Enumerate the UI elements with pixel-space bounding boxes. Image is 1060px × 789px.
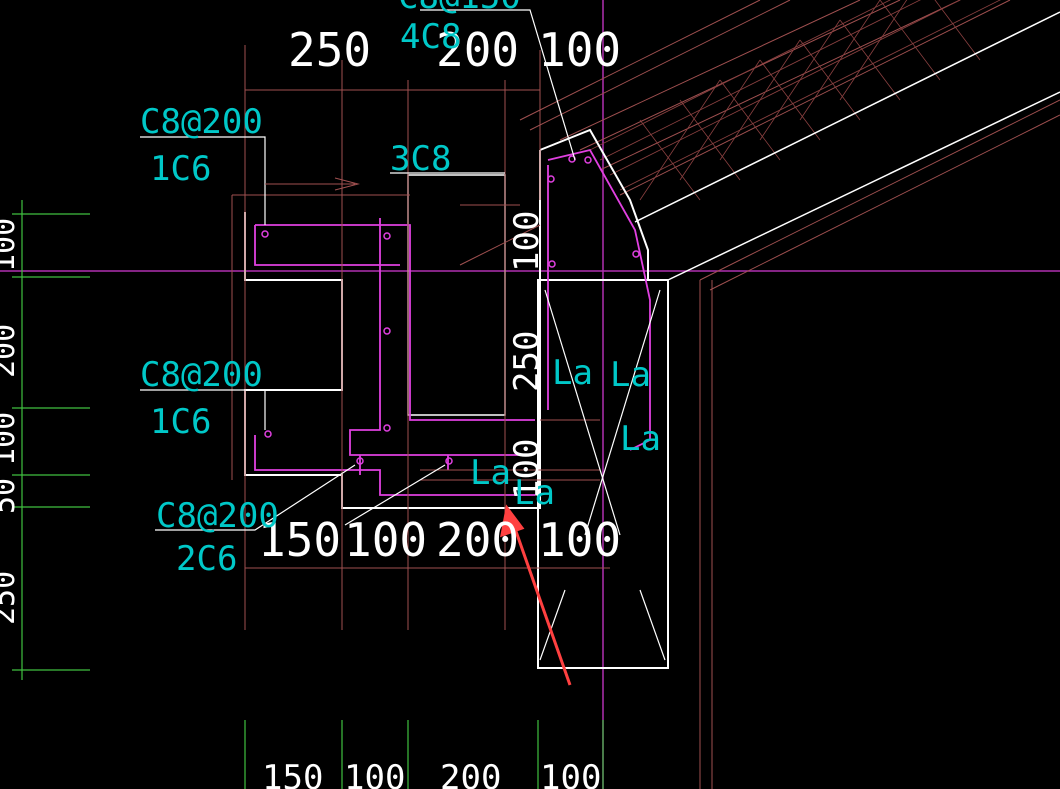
rebar-label-top-cut: C8@150 — [398, 0, 521, 17]
footer-dim-3: 200 — [440, 758, 501, 789]
left-dim-4: 50 — [0, 478, 22, 514]
anchor-label-3: La — [620, 419, 661, 459]
anchor-label-2: La — [610, 355, 651, 395]
left-dim-3: 100 — [0, 412, 22, 466]
top-dim-3: 100 — [538, 23, 621, 77]
red-pointer-arrow — [500, 504, 572, 686]
bottom-dimensions: 150 100 200 100 — [258, 513, 621, 567]
vertical-dimensions: 100 250 100 — [507, 211, 547, 500]
rebar-label-top-cut2: 4C8 — [400, 17, 461, 57]
top-dimensions: 250 200 100 — [288, 23, 621, 77]
rebar-label-bottom-b: 2C6 — [176, 539, 237, 579]
roof-hatch — [589, 0, 1001, 201]
footer-dim-1: 150 — [262, 758, 323, 789]
anchor-label-4: La — [470, 453, 511, 493]
top-dim-1: 250 — [288, 23, 371, 77]
top-dim-2: 200 — [436, 23, 519, 77]
vertical-dim-1: 100 — [507, 211, 547, 272]
left-dimensions: 100 200 100 50 250 — [0, 218, 22, 625]
roof-top-outline — [634, 11, 1060, 223]
rebar-label-lower-a: C8@200 — [140, 355, 263, 395]
footer-dim-4: 100 — [540, 758, 601, 789]
bottom-dim-1: 150 — [258, 513, 341, 567]
leader-lines — [140, 9, 576, 531]
anchor-label-5: La — [514, 473, 555, 513]
column-cross-lines — [539, 289, 666, 661]
bottom-dim-2: 100 — [344, 513, 427, 567]
rebar-label-lower-b: 1C6 — [150, 402, 211, 442]
rebar-label-upper-a: C8@200 — [140, 102, 263, 142]
rebar-dots — [261, 155, 640, 465]
vertical-dim-2: 250 — [507, 331, 547, 392]
roof-bottom-outline — [667, 91, 1060, 281]
rebar-label-mid: 3C8 — [390, 139, 451, 179]
left-dim-2: 200 — [0, 324, 22, 378]
anchor-label-1: La — [552, 353, 593, 393]
left-dim-1: 100 — [0, 218, 22, 272]
rebar-labels: C8@150 4C8 C8@200 1C6 3C8 C8@200 1C6 C8@… — [140, 0, 521, 579]
direction-arrow — [265, 177, 360, 191]
rebar-lines — [254, 148, 651, 496]
vertical-dim-3: 100 — [507, 439, 547, 500]
rebar-label-upper-b: 1C6 — [150, 149, 211, 189]
left-dimension-line — [12, 200, 90, 680]
bottom-dimension-ticks — [244, 720, 604, 789]
footer-dimensions: 150 100 200 100 — [262, 758, 601, 789]
left-dim-5: 250 — [0, 571, 22, 625]
anchor-labels: La La La La La — [470, 353, 661, 513]
rebar-label-bottom-a: C8@200 — [156, 496, 279, 536]
bottom-dim-3: 200 — [436, 513, 519, 567]
bottom-dim-4: 100 — [538, 513, 621, 567]
wall-lines — [699, 280, 713, 789]
footer-dim-2: 100 — [344, 758, 405, 789]
guide-lines — [231, 45, 610, 630]
